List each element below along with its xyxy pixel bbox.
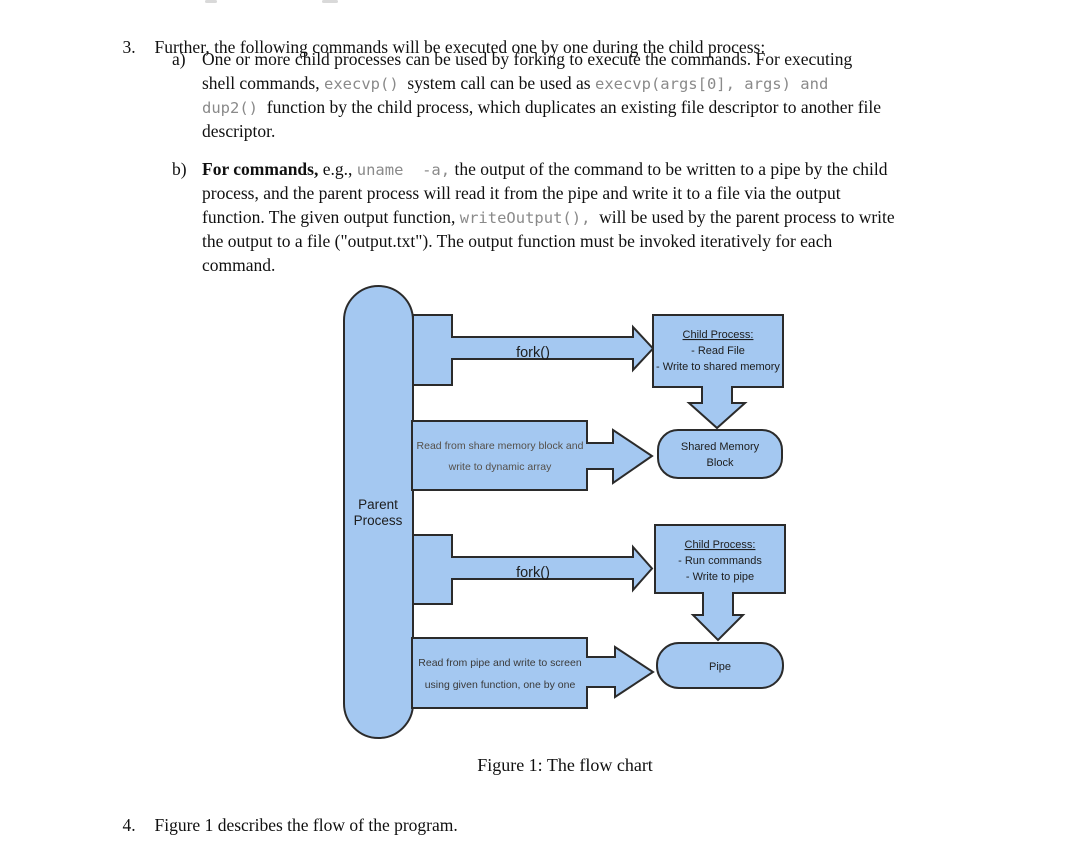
read-pipe-node — [411, 637, 588, 709]
item-b-label: b) — [172, 159, 187, 179]
msg1-line2: write to dynamic array — [448, 461, 552, 473]
child1-item1: - Read File — [691, 345, 745, 357]
cropped-text-remnant — [322, 0, 338, 3]
down-arrow-2 — [690, 593, 746, 642]
seam-patch — [585, 658, 590, 686]
child2-title: Child Process: — [685, 539, 756, 551]
seam-patch — [450, 338, 454, 358]
code-uname: uname -a, — [356, 161, 451, 179]
pipe-label: Pipe — [709, 661, 731, 673]
item-a-line2: shell commands, execvp() system call can… — [202, 73, 829, 93]
child-process-1-node — [652, 314, 784, 388]
item-text: Further, the following commands will be … — [154, 37, 766, 57]
seam-patch — [704, 591, 732, 595]
item-b-line2: process, and the parent process will rea… — [202, 183, 841, 203]
seam-patch — [703, 385, 731, 389]
read-shared-memory-node — [411, 420, 588, 491]
item-b-line1: For commands, e.g., uname -a, the output… — [202, 159, 888, 179]
down-arrow-1 — [686, 387, 748, 430]
shared-memory-label-line1: Shared Memory — [681, 441, 760, 453]
msg1-arrow — [587, 428, 654, 485]
item-b-line4: the output to a file ("output.txt"). The… — [202, 231, 833, 251]
flow-chart-figure: Parent Process fork() fork() Child Proce… — [343, 285, 786, 739]
code-writeoutput: writeOutput(), — [459, 209, 591, 227]
msg2-line1: Read from pipe and write to screen — [418, 657, 582, 669]
msg1-line1: Read from share memory block and — [417, 440, 584, 452]
child2-item2: - Write to pipe — [686, 571, 754, 583]
item-a-line3: dup2() function by the child process, wh… — [202, 97, 882, 117]
code-execvp-args: execvp(args[0], args) and — [594, 75, 829, 93]
bold-for-commands: For commands, — [202, 159, 319, 179]
seam-patch — [450, 558, 454, 578]
item-b-line3: function. The given output function, wri… — [202, 207, 895, 227]
item-b-line5: command. — [202, 255, 276, 275]
msg2-arrow — [587, 645, 655, 699]
item-text: Figure 1 describes the flow of the progr… — [154, 815, 458, 835]
fork1-label: fork() — [516, 345, 550, 361]
shared-memory-node — [657, 429, 783, 479]
item-number: 3. — [122, 37, 136, 57]
seam-patch — [585, 444, 590, 468]
list-item-3: 3. Further, the following commands will b… — [105, 11, 766, 83]
list-item-b: For commands, e.g., uname -a, the output… — [202, 157, 895, 277]
item-a-line4: descriptor. — [202, 121, 276, 141]
cropped-text-remnant — [205, 0, 217, 3]
list-item-a: One or more child processes can be used … — [202, 47, 881, 143]
item-a-label: a) — [172, 49, 186, 69]
parent-process-label-line2: Process — [354, 513, 403, 528]
fork1-arrow — [452, 324, 655, 373]
parent-process-node — [343, 285, 414, 739]
fork2-arrow — [452, 544, 654, 593]
pipe-node — [656, 642, 784, 689]
item-number: 4. — [122, 815, 136, 835]
fork1-tab — [412, 314, 453, 386]
list-item-4: 4. Figure 1 describes the flow of the pro… — [105, 789, 458, 861]
figure-caption: Figure 1: The flow chart — [477, 755, 653, 775]
fork2-label: fork() — [516, 565, 550, 581]
msg2-line2: using given function, one by one — [425, 679, 576, 691]
item-a-line1: One or more child processes can be used … — [202, 49, 853, 69]
parent-process-label-line1: Parent — [358, 497, 398, 512]
child1-title: Child Process: — [683, 329, 754, 341]
code-execvp: execvp() — [324, 75, 399, 93]
shared-memory-label-line2: Block — [707, 457, 734, 469]
document-page: { "item3": { "number": "3.", "text": "Fu… — [105, 0, 895, 835]
code-dup2: dup2() — [202, 99, 258, 117]
child1-item2: - Write to shared memory — [656, 361, 780, 373]
child2-item1: - Run commands — [678, 555, 762, 567]
fork2-tab — [412, 534, 453, 605]
